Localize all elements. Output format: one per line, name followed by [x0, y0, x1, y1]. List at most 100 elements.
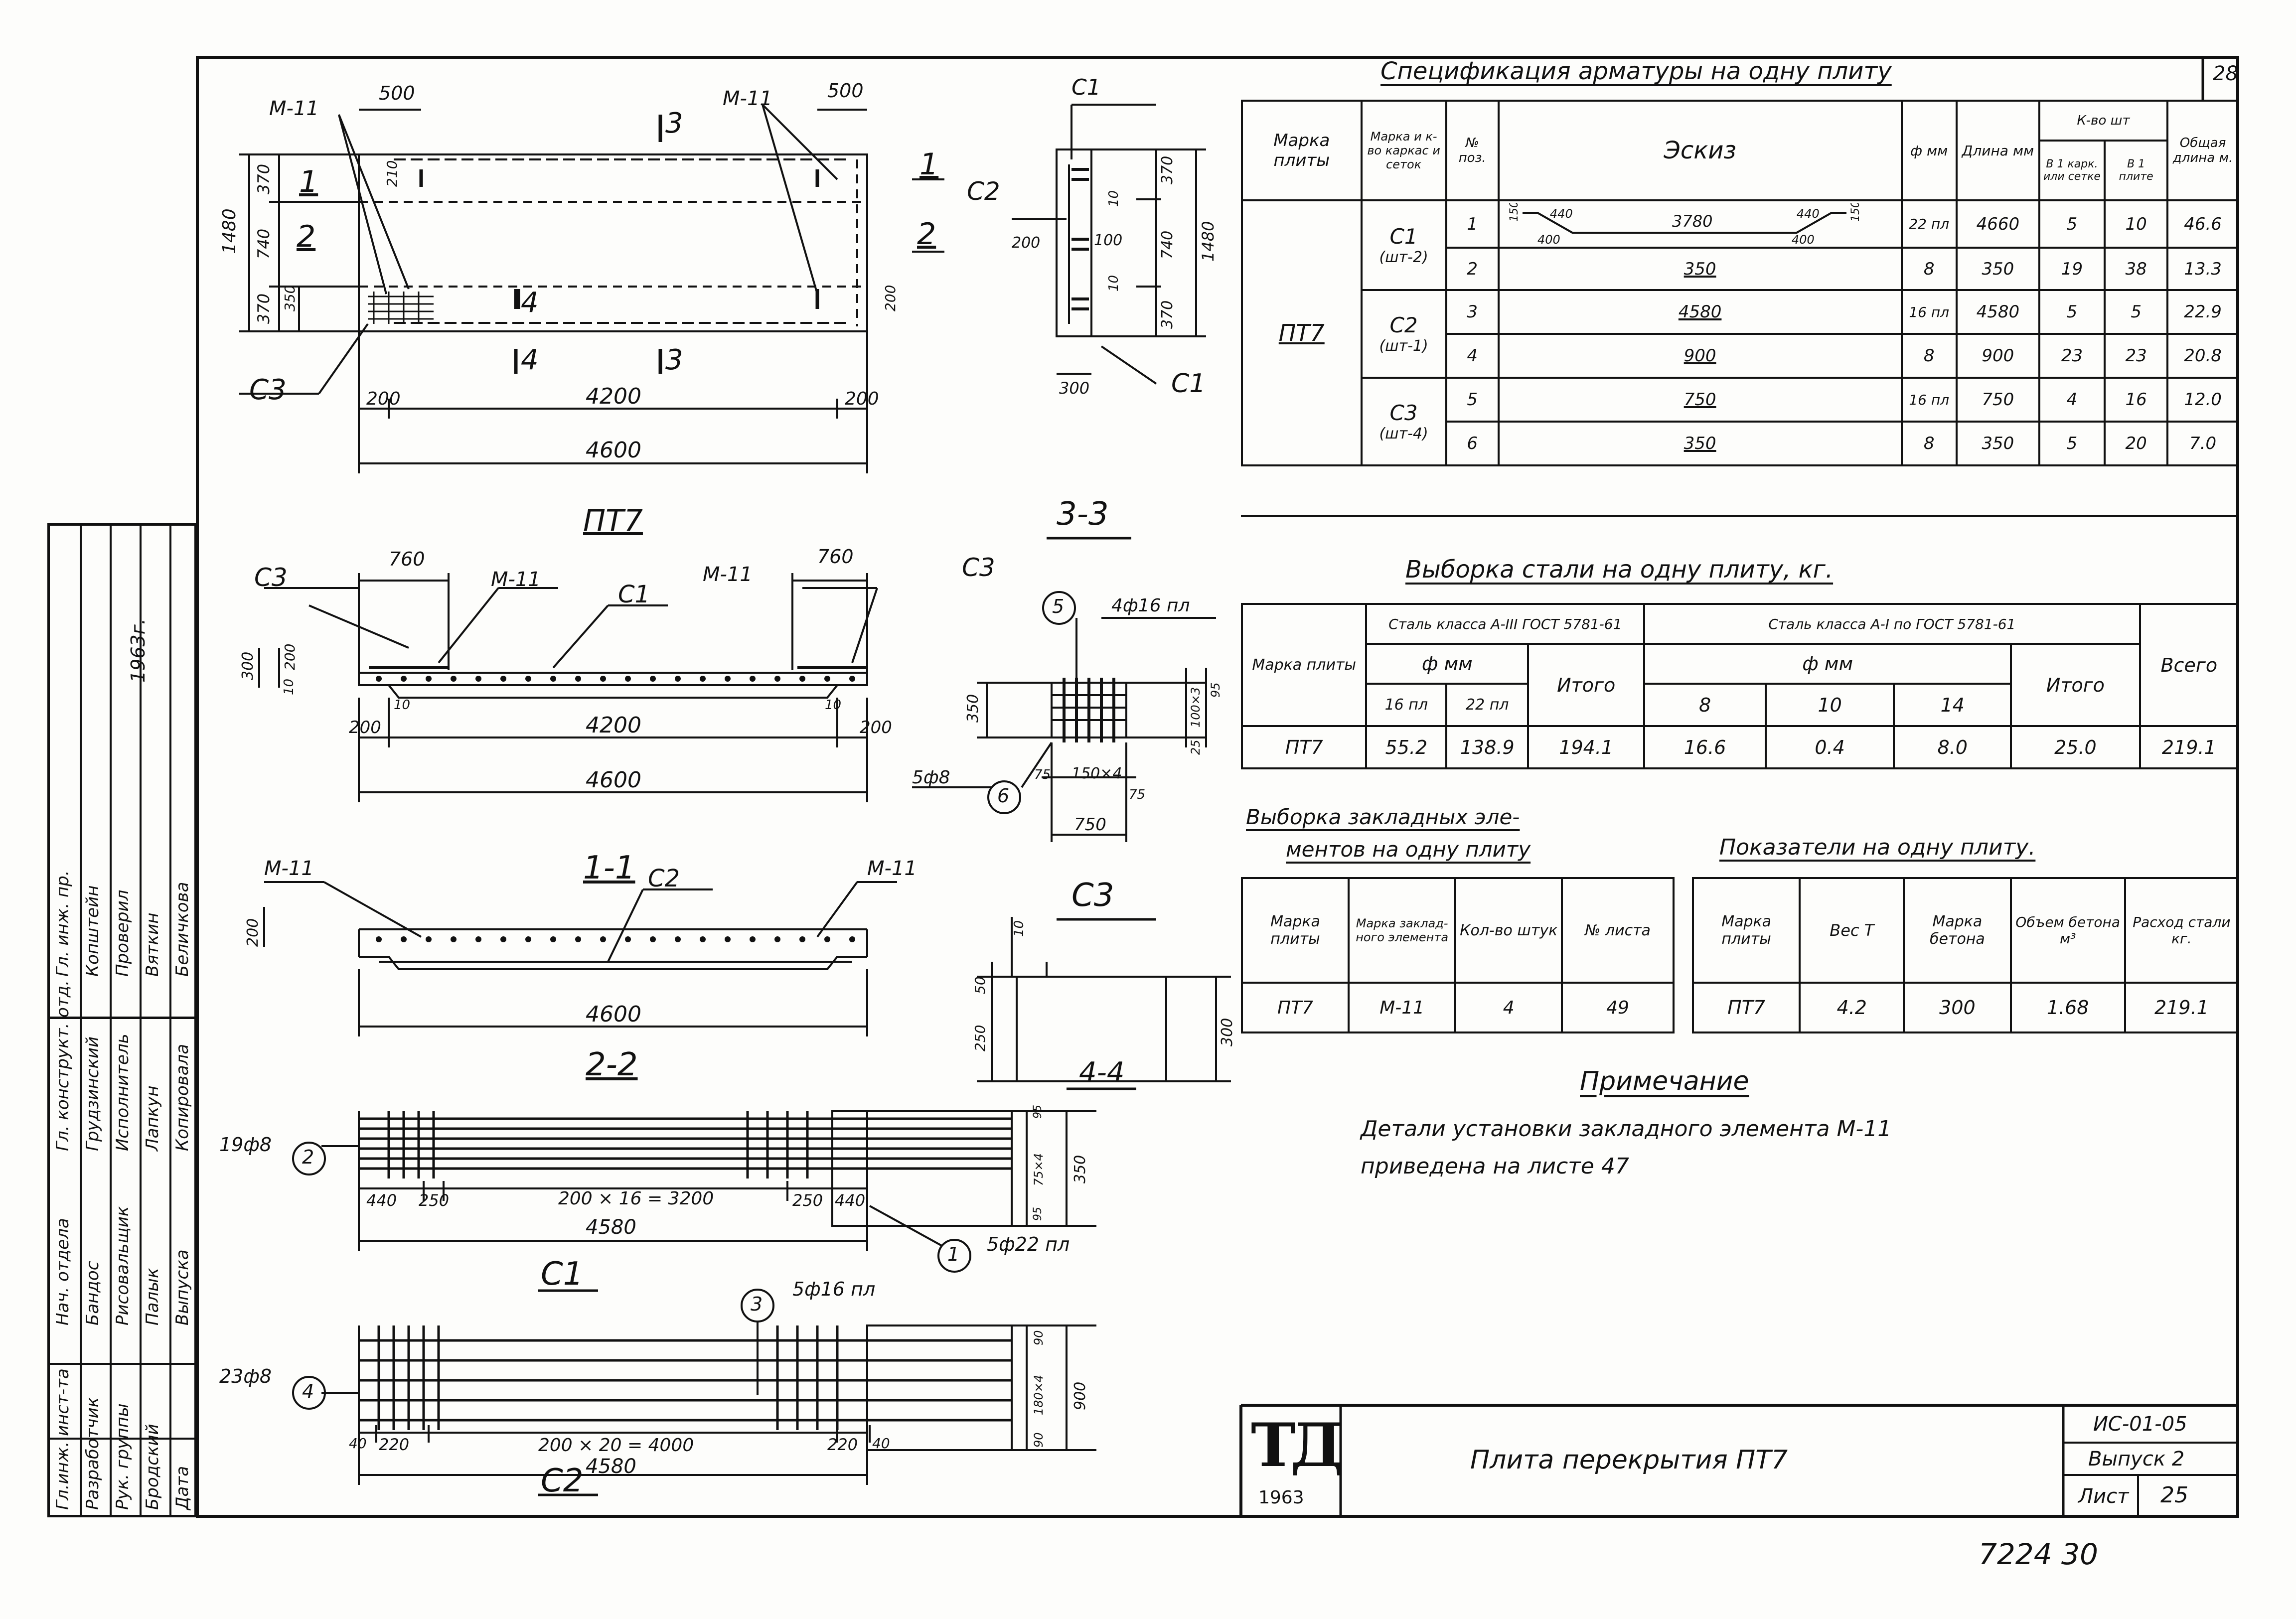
embed-title-2: ментов на одну плиту [1286, 837, 1531, 862]
spec-group-c1-count: (шт-2) [1379, 249, 1428, 266]
plan-m11-right: М-11 [723, 87, 772, 110]
spec-h-total: Общая длина м. [2166, 100, 2239, 201]
steel-row-mark: ПТ7 [1240, 725, 1368, 769]
stamp-cell: Рук. группы [113, 1403, 133, 1510]
rebar-dot [675, 676, 681, 682]
s33-dim-75-a: 75 [1034, 767, 1051, 782]
rebar-dot [525, 676, 531, 682]
handwritten-number: 7224 30 [1979, 1537, 2098, 1571]
rebar-dot [550, 936, 556, 942]
spec-h-mark: Марка плиты [1241, 100, 1363, 201]
spec-r5-pos: 5 [1445, 377, 1500, 423]
ind-row-volume: 1.68 [2009, 982, 2126, 1033]
spec-r3-total: 22.9 [2166, 289, 2239, 335]
plan-section-4-top: 4 [521, 287, 539, 319]
end-dim-370-top: 370 [1159, 155, 1176, 184]
embed-row-count: 4 [1454, 982, 1563, 1033]
note-line-1: Детали установки закладного элемента М-1… [1361, 1116, 1892, 1142]
spec-r2-qp: 38 [2104, 247, 2169, 291]
stamp-cell: Гл. конструкт. отд. [53, 980, 73, 1151]
s11-dim-200: 200 [244, 918, 262, 947]
rebar-dot [426, 936, 432, 942]
plan-dim-370-top: 370 [254, 163, 273, 194]
spec-r6-qp: 20 [2104, 421, 2169, 466]
rebar-dot [500, 676, 506, 682]
end-c1-bottom: С1 [1171, 369, 1206, 399]
s33-dim-150x4: 150×4 [1071, 765, 1122, 782]
end-dim-740: 740 [1159, 230, 1176, 259]
issue-label: Выпуск 2 [2088, 1448, 2185, 1471]
rebar-dot [401, 936, 407, 942]
ind-row-weight: 4.2 [1799, 982, 1905, 1033]
spec-h-qty-plate: В 1 плите [2104, 140, 2169, 201]
spec-group-c2: С2(шт-1) [1360, 289, 1447, 379]
plan-left-mark-1: 1 [299, 164, 318, 199]
c1-dim-40-a: 40 [349, 1435, 367, 1452]
detail-c3-title: С3 [1071, 877, 1114, 914]
ind-row-mark: ПТ7 [1691, 982, 1801, 1033]
section-4-4-title: 4-4 [1079, 1056, 1125, 1089]
detail-c1-title: С1 [541, 1256, 584, 1293]
spec-group-c2-mark: С2 [1389, 313, 1418, 337]
plan-dim-500-left: 500 [379, 82, 415, 104]
embed-h-sheet: № листа [1561, 877, 1675, 984]
c1-dim-90-a: 90 [1032, 1330, 1046, 1345]
s22-dim-middle: 200 × 16 = 3200 [558, 1188, 714, 1209]
s33-bar6-label: 5ф8 [912, 767, 950, 788]
spec-r3-phi: 16 пл [1900, 289, 1958, 335]
rebar-dot [376, 676, 382, 682]
rebar-dot [451, 676, 457, 682]
stamp-cell: Дата [172, 1466, 192, 1510]
end-dim-10-b: 10 [1106, 275, 1121, 292]
spec-r4-sketch: 900 [1497, 333, 1903, 379]
pos-3-label: 3 [751, 1293, 763, 1315]
steel-h-8: 8 [1643, 683, 1767, 727]
section-2-2-title: 2-2 [586, 1046, 638, 1083]
stamp-cell: Выпуска [172, 1249, 192, 1325]
spec-r5-sketch: 750 [1497, 377, 1903, 423]
s22-bars-label: 19ф8 [219, 1134, 272, 1156]
spec-r1-pos: 1 [1445, 199, 1500, 249]
steel-h-class1: Сталь класса А-I по ГОСТ 5781-61 [1643, 603, 2141, 645]
spec-r6-total: 7.0 [2166, 421, 2239, 466]
embed-row-element: М-11 [1348, 982, 1457, 1033]
s22-dim-250-b: 250 [792, 1191, 823, 1210]
elevation-title: ПТ7 [583, 503, 643, 538]
s33-dim-100x3: 100×3 [1189, 687, 1203, 728]
s11-c2: С2 [648, 865, 680, 892]
plan-dim-350: 350 [282, 285, 298, 311]
rebar-dot [774, 676, 780, 682]
elev-dim-200-b: 200 [860, 718, 892, 737]
embed-row-sheet: 49 [1561, 982, 1675, 1033]
ind-row-steel: 219.1 [2124, 982, 2240, 1033]
detail-c3 [977, 917, 1231, 1082]
spec-r4-qf: 23 [2038, 333, 2106, 379]
stamp-cell: Гл.инж. инст-та [53, 1368, 73, 1510]
detail-c1 [321, 1289, 1096, 1496]
s33-dim-75-b: 75 [1129, 787, 1146, 802]
plan-section-3-top: 3 [665, 107, 683, 140]
steel-h-22: 22 пл [1445, 683, 1530, 727]
spec-r3-qf: 5 [2038, 289, 2106, 335]
rebar-dot [725, 936, 731, 942]
spec-r1-sketch: 150 440 400 3780 440 400 150 [1497, 199, 1903, 249]
elev-dim-760-right: 760 [817, 546, 854, 568]
spec-r1-qp: 10 [2104, 199, 2169, 249]
steel-row-22: 138.9 [1445, 725, 1530, 769]
steel-h-phi-b: ф мм [1643, 643, 2012, 685]
elevation-view [258, 573, 878, 802]
s22-dim-95-b: 95 [1032, 1207, 1044, 1221]
steel-row-14: 8.0 [1893, 725, 2012, 769]
ind-row-concrete: 300 [1903, 982, 2012, 1033]
steel-row-8: 16.6 [1643, 725, 1767, 769]
rebar-dot [475, 936, 481, 942]
rebar-dot [625, 676, 631, 682]
c1-dim-220-a: 220 [379, 1435, 410, 1454]
rebar-dot [575, 936, 581, 942]
rebar-dot [376, 936, 382, 942]
c3-dim-250: 250 [972, 1025, 988, 1051]
plan-dim-500-right: 500 [827, 80, 864, 102]
rebar-dot [750, 936, 756, 942]
embed-title-1: Выборка закладных эле- [1246, 805, 1520, 829]
